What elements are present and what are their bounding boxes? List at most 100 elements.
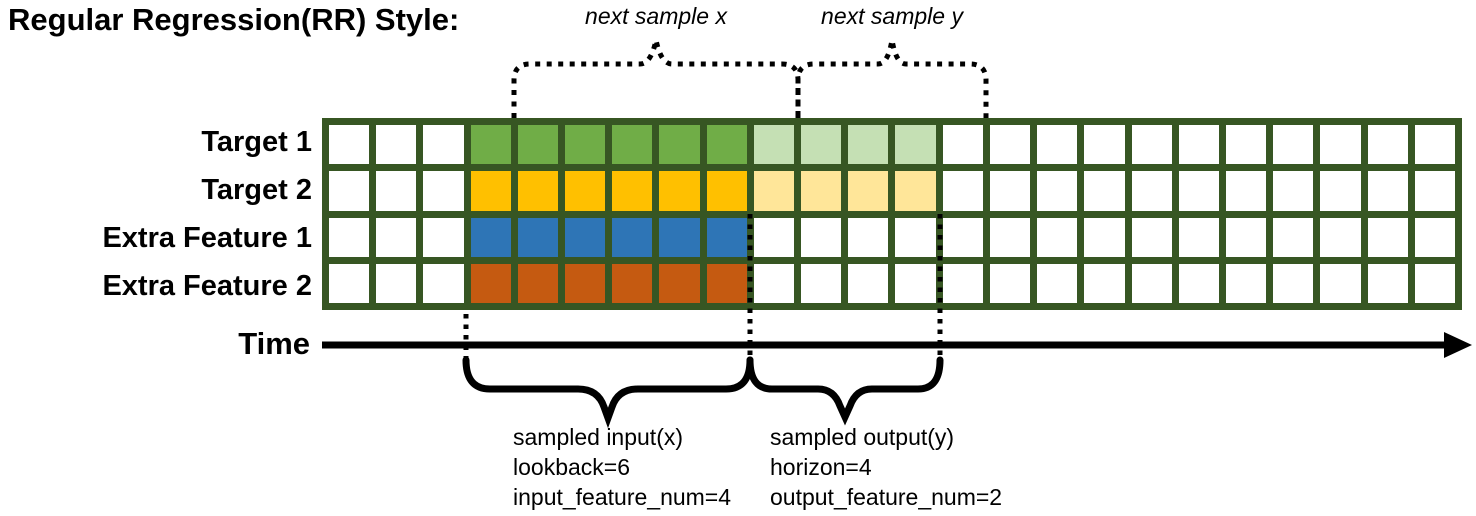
grid-cell <box>706 171 747 211</box>
grid-cell <box>1225 263 1267 303</box>
grid-cell <box>470 217 511 257</box>
sampled-output-title: sampled output(y) <box>770 424 955 450</box>
output-window-brace <box>746 356 944 426</box>
grid-cell <box>659 217 700 257</box>
time-axis-label: Time <box>238 326 310 361</box>
grid-cell <box>1320 217 1361 257</box>
grid-cell <box>423 263 464 303</box>
next-sample-x-label: next sample x <box>585 3 727 29</box>
grid-cell <box>1178 171 1219 211</box>
next-sample-x-brace <box>511 39 801 118</box>
grid-cell <box>329 217 370 257</box>
grid-cell <box>1037 171 1078 211</box>
sample-grid <box>322 118 1462 310</box>
grid-cell <box>565 263 606 303</box>
grid-cell <box>706 217 747 257</box>
grid-cell <box>1225 217 1267 257</box>
input-window-brace <box>462 356 754 429</box>
grid-cell <box>1367 263 1408 303</box>
grid-cell <box>1178 263 1219 303</box>
grid-cell <box>1037 125 1078 165</box>
horizon-value: horizon=4 <box>770 454 872 480</box>
grid-cell <box>470 171 511 211</box>
grid-cell <box>753 217 795 257</box>
input-feature-num-value: input_feature_num=4 <box>513 484 732 510</box>
grid-cell <box>1084 171 1125 211</box>
grid-cell <box>470 125 511 165</box>
grid-cell <box>1178 217 1219 257</box>
grid-cell <box>942 171 983 211</box>
grid-cell <box>1320 171 1361 211</box>
grid-cell <box>753 263 795 303</box>
grid-cell <box>942 217 983 257</box>
grid-cell <box>565 125 606 165</box>
grid-cell <box>612 263 653 303</box>
grid-cell <box>1273 171 1314 211</box>
grid-cell <box>517 171 559 211</box>
grid-cell <box>612 125 653 165</box>
grid-cell <box>517 217 559 257</box>
grid-cell <box>895 263 936 303</box>
grid-cell <box>989 263 1031 303</box>
grid-cell <box>706 125 747 165</box>
grid-cell <box>1273 217 1314 257</box>
grid-cell <box>848 263 889 303</box>
grid-cell <box>753 125 795 165</box>
grid-cell <box>1367 125 1408 165</box>
diagram-title: Regular Regression(RR) Style: <box>8 2 460 37</box>
row-label-extra-feature-1: Extra Feature 1 <box>102 222 312 254</box>
grid-cell <box>1084 263 1125 303</box>
grid-cell <box>470 263 511 303</box>
grid-cell <box>565 217 606 257</box>
grid-cell <box>517 125 559 165</box>
grid-cell <box>1225 171 1267 211</box>
grid-cell <box>1037 217 1078 257</box>
grid-cell <box>612 171 653 211</box>
grid-cell <box>801 263 842 303</box>
grid-cell <box>989 125 1031 165</box>
sampled-input-title: sampled input(x) <box>513 424 684 450</box>
grid-cell <box>1320 263 1361 303</box>
sampled-output-note: sampled output(y) horizon=4 output_featu… <box>770 422 1002 512</box>
lookback-value: lookback=6 <box>513 454 630 480</box>
grid-cell <box>706 263 747 303</box>
grid-cell <box>1367 171 1408 211</box>
grid-cell <box>895 171 936 211</box>
grid-cell <box>659 171 700 211</box>
grid-cell <box>1414 125 1455 165</box>
grid-cell <box>329 263 370 303</box>
grid-cell <box>801 125 842 165</box>
grid-cell <box>1178 125 1219 165</box>
grid-cell <box>848 217 889 257</box>
grid-cell <box>565 171 606 211</box>
grid-cell <box>895 217 936 257</box>
grid-cell <box>942 125 983 165</box>
row-label-target-1: Target 1 <box>201 126 312 158</box>
next-sample-y-label: next sample y <box>821 3 963 29</box>
grid-cell <box>329 171 370 211</box>
grid-cell <box>1131 263 1172 303</box>
grid-cell <box>376 217 417 257</box>
grid-cell <box>1273 125 1314 165</box>
grid-cell <box>1084 125 1125 165</box>
grid-cell <box>1131 125 1172 165</box>
grid-cell <box>848 171 889 211</box>
row-label-target-2: Target 2 <box>201 174 312 206</box>
grid-cell <box>1414 171 1455 211</box>
grid-cell <box>1225 125 1267 165</box>
grid-cell <box>801 217 842 257</box>
next-sample-y-brace <box>795 39 989 118</box>
grid-cell <box>989 217 1031 257</box>
row-label-extra-feature-2: Extra Feature 2 <box>102 270 312 302</box>
grid-cell <box>659 263 700 303</box>
grid-cell <box>376 171 417 211</box>
grid-cell <box>517 263 559 303</box>
grid-cell <box>848 125 889 165</box>
grid-cell <box>423 217 464 257</box>
grid-cell <box>376 125 417 165</box>
grid-cell <box>753 171 795 211</box>
grid-cell <box>423 171 464 211</box>
grid-cell <box>612 217 653 257</box>
grid-cell <box>1320 125 1361 165</box>
